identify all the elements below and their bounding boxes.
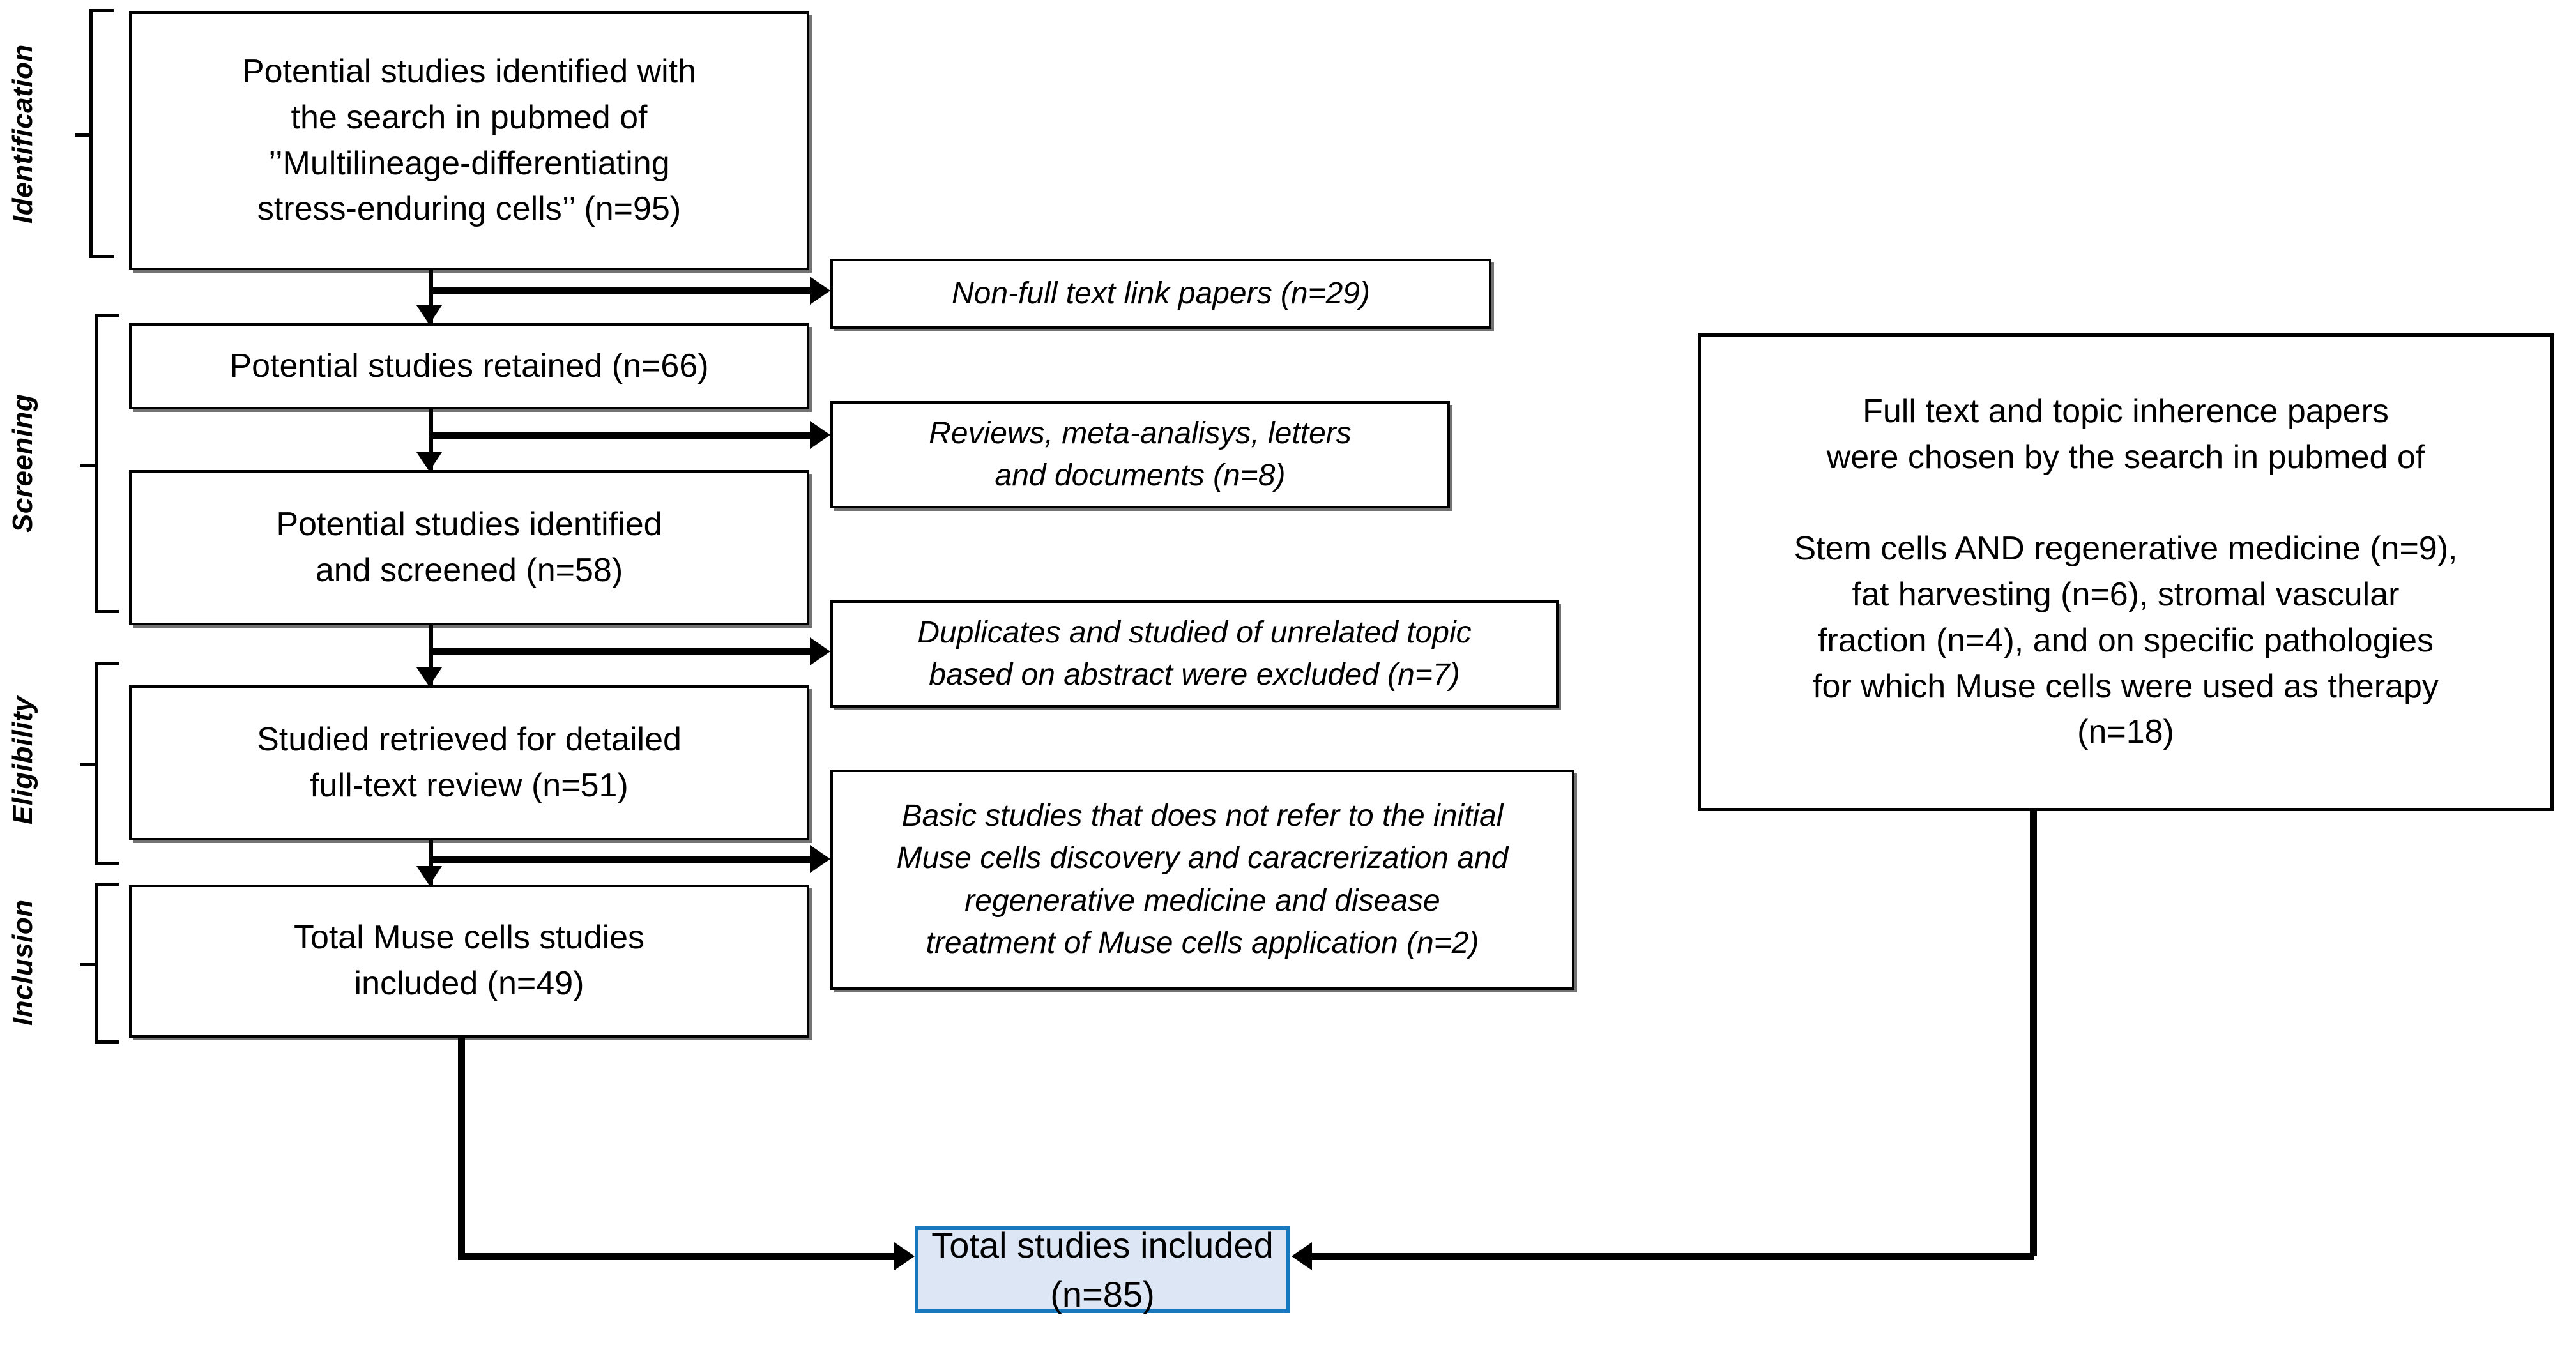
connector-screened-to-fulltext — [429, 625, 433, 685]
flow-box-screened: Potential studies identified and screene… — [129, 470, 809, 625]
connector-retained-to-reviews — [433, 432, 810, 439]
exclusion-box-duplicates: Duplicates and studied of unrelated topi… — [830, 600, 1559, 708]
flow-box-identified: Potential studies identified with the se… — [129, 11, 809, 270]
arrowhead-right-into-final — [1292, 1242, 1312, 1270]
final-box-total-included: Total studies included (n=85) — [915, 1225, 1290, 1314]
arrowhead-fulltext-to-muse-included — [416, 866, 442, 885]
arrowhead-identified-to-retained — [416, 305, 442, 324]
exclusion-box-non-full-text: Non-full text link papers (n=29) — [830, 259, 1491, 329]
stage-label-eligibility: Eligibility — [7, 695, 38, 824]
connector-screened-to-duplicates — [433, 648, 810, 655]
exclusion-box-reviews: Reviews, meta-analisys, letters and docu… — [830, 401, 1450, 508]
stage-label-identification: Identification — [7, 44, 38, 224]
flow-box-muse-included: Total Muse cells studies included (n=49) — [129, 885, 809, 1038]
arrowhead-screened-to-fulltext — [416, 667, 442, 687]
brace-screening — [80, 314, 119, 613]
flow-box-fulltext: Studied retrieved for detailed full-text… — [129, 685, 809, 840]
stage-label-inclusion: Inclusion — [7, 899, 38, 1026]
connector-muse-included-to-final — [458, 1253, 905, 1260]
connector-retained-to-screened — [429, 409, 433, 470]
brace-identification — [75, 9, 114, 258]
connector-fulltext-to-basic-studies — [433, 856, 810, 863]
brace-inclusion — [80, 883, 119, 1044]
connector-identified-to-retained — [429, 270, 433, 323]
stage-label-screening: Screening — [7, 393, 38, 533]
arrowhead-retained-to-screened — [416, 452, 442, 471]
flow-box-retained: Potential studies retained (n=66) — [129, 323, 809, 409]
connector-identified-to-nonfulltext — [433, 287, 810, 294]
arrowhead-fulltext-to-basic-studies — [810, 845, 830, 873]
exclusion-box-basic-studies: Basic studies that does not refer to the… — [830, 770, 1574, 990]
connector-side-box-down — [2030, 811, 2037, 1256]
connector-side-box-to-final — [1309, 1253, 2034, 1260]
arrowhead-identified-to-nonfulltext — [810, 277, 830, 305]
arrowhead-left-into-final — [894, 1242, 915, 1270]
connector-fulltext-to-muse-included — [429, 840, 433, 885]
brace-eligibility — [80, 662, 119, 865]
connector-muse-included-down — [458, 1038, 465, 1256]
side-box-additional-search: Full text and topic inherence papers wer… — [1698, 333, 2554, 811]
arrowhead-screened-to-duplicates — [810, 637, 830, 665]
arrowhead-retained-to-reviews — [810, 421, 830, 449]
